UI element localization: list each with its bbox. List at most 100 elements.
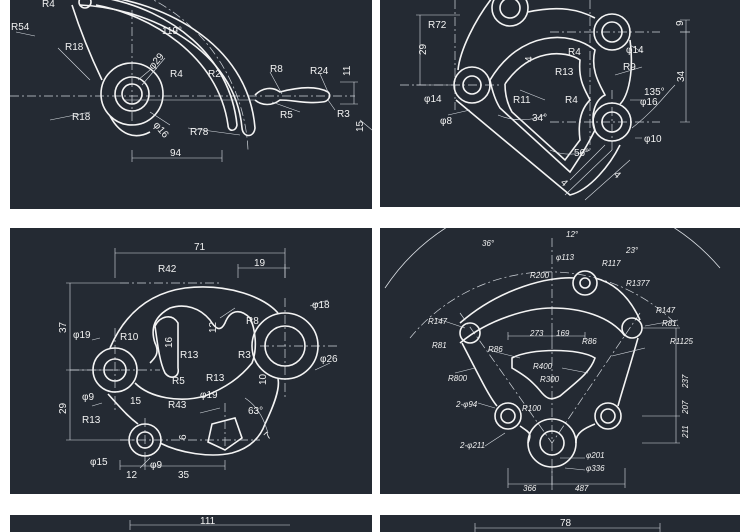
label-dia26: φ26 (320, 354, 338, 365)
label-34-vertical: 34 (676, 70, 687, 82)
label-r9: R9 (623, 62, 636, 73)
label-r800: R800 (448, 374, 468, 383)
label-111: 111 (200, 516, 216, 527)
label-15-middle: 15 (130, 396, 142, 407)
label-29: 29 (418, 43, 429, 55)
label-dia8: φ8 (440, 116, 452, 127)
label-237: 237 (681, 374, 690, 389)
label-r43: R43 (168, 400, 187, 411)
label-r13-lower: R13 (82, 415, 101, 426)
label-r18-top: R18 (65, 42, 84, 53)
drawing-panel-2: R72 9 29 4 R4 φ14 R13 R9 34 φ14 R11 R4 1… (380, 0, 740, 207)
label-6: 6 (178, 434, 189, 440)
drawing-panel-1: R4 R54 R18 119° φ29 R4 R2 R8 R24 11 R18 … (10, 0, 372, 209)
label-7: 7 (262, 430, 274, 442)
cad-drawing-6: 78 (474, 518, 661, 532)
label-r13-middle: R13 (206, 373, 225, 384)
label-r300: R300 (540, 375, 560, 384)
label-r2: R2 (208, 69, 221, 80)
label-r8: R8 (246, 316, 259, 327)
drawing-panel-5: 111 (10, 515, 372, 532)
label-9: 9 (675, 20, 686, 26)
label-r4-middle: R4 (565, 95, 578, 106)
label-r54: R54 (11, 22, 30, 33)
label-487: 487 (575, 484, 589, 493)
label-15: 15 (355, 120, 366, 132)
cad-drawing-3: 71 R42 19 φ18 37 φ19 R10 12 R8 16 R13 R3… (58, 242, 340, 481)
label-211: 211 (681, 425, 690, 439)
label-2-dia211: 2-φ211 (459, 441, 485, 450)
label-r5: R5 (172, 376, 185, 387)
label-19: 19 (254, 258, 266, 269)
drawing-panel-3: 71 R42 19 φ18 37 φ19 R10 12 R8 16 R13 R3… (10, 228, 372, 494)
label-r78: R78 (190, 127, 209, 138)
label-37: 37 (58, 321, 69, 333)
label-angle-119: 119° (162, 26, 182, 37)
label-r4-inner: R4 (170, 69, 183, 80)
label-r81-right: R81 (662, 319, 677, 328)
label-angle-12: 12° (566, 230, 579, 239)
label-r81-left: R81 (432, 341, 447, 350)
label-2-dia94: 2-φ94 (455, 400, 478, 409)
label-207: 207 (681, 400, 690, 415)
cad-drawing-1: R4 R54 R18 119° φ29 R4 R2 R8 R24 11 R18 … (10, 0, 372, 162)
label-dia16: φ16 (151, 120, 171, 141)
label-r4: R4 (42, 0, 55, 10)
label-dia16: φ16 (640, 97, 658, 108)
label-16: 16 (164, 336, 175, 348)
label-r13: R13 (555, 67, 574, 78)
label-r5: R5 (280, 110, 293, 121)
label-r3: R3 (337, 109, 350, 120)
label-r8: R8 (270, 64, 283, 75)
label-r200: R200 (530, 271, 550, 280)
label-4-bottom-left: 4 (558, 177, 570, 189)
label-r147-left: R147 (428, 317, 448, 326)
label-4-bottom-right: 4 (611, 169, 623, 181)
label-r147-right: R147 (656, 306, 676, 315)
label-r42: R42 (158, 264, 177, 275)
label-dia14-left: φ14 (424, 94, 442, 105)
label-r86-right: R86 (582, 337, 597, 346)
label-dia336: φ336 (586, 464, 605, 473)
label-r4-top: R4 (568, 47, 581, 58)
label-366: 366 (523, 484, 537, 493)
cad-drawing-2: R72 9 29 4 R4 φ14 R13 R9 34 φ14 R11 R4 1… (400, 0, 690, 201)
label-273: 273 (529, 329, 544, 338)
label-r11: R11 (513, 95, 531, 106)
label-r400: R400 (533, 362, 553, 371)
label-angle-56: 56° (574, 148, 589, 159)
label-35: 35 (178, 470, 190, 481)
label-12: 12 (208, 321, 219, 333)
drawing-panel-6: 78 (380, 515, 740, 532)
label-r3: R3 (238, 350, 251, 361)
label-dia9-bottom: φ9 (150, 460, 162, 471)
label-r100: R100 (522, 404, 542, 413)
label-dia14-right: φ14 (626, 45, 644, 56)
drawing-panel-4: 36° 12° 23° φ113 R117 R200 R1377 R147 R1… (380, 228, 740, 494)
label-r1125: R1125 (670, 337, 694, 346)
label-r10: R10 (120, 332, 139, 343)
label-angle-36: 36° (482, 239, 495, 248)
label-dia19-lower: φ19 (200, 390, 218, 401)
label-r24: R24 (310, 66, 329, 77)
label-94: 94 (170, 148, 182, 159)
label-dia9-left: φ9 (82, 392, 94, 403)
label-dia10: φ10 (644, 134, 662, 145)
label-dia15: φ15 (90, 457, 108, 468)
label-12-bottom: 12 (126, 470, 138, 481)
label-r117: R117 (602, 259, 621, 268)
label-dia19-left: φ19 (73, 330, 91, 341)
label-angle-135: 135° (644, 87, 665, 98)
label-dia18: φ18 (312, 300, 330, 311)
cad-drawing-5: 111 (129, 516, 290, 530)
label-r1377: R1377 (626, 279, 650, 288)
label-dia201: φ201 (586, 451, 605, 460)
label-angle-34: 34° (532, 113, 547, 124)
label-r13-upper: R13 (180, 350, 199, 361)
label-dia113: φ113 (556, 253, 575, 262)
label-71: 71 (194, 242, 206, 253)
cad-drawing-4: 36° 12° 23° φ113 R117 R200 R1377 R147 R1… (384, 228, 721, 493)
label-4-top: 4 (524, 56, 535, 62)
label-angle-23: 23° (625, 246, 639, 255)
label-10: 10 (258, 373, 269, 385)
